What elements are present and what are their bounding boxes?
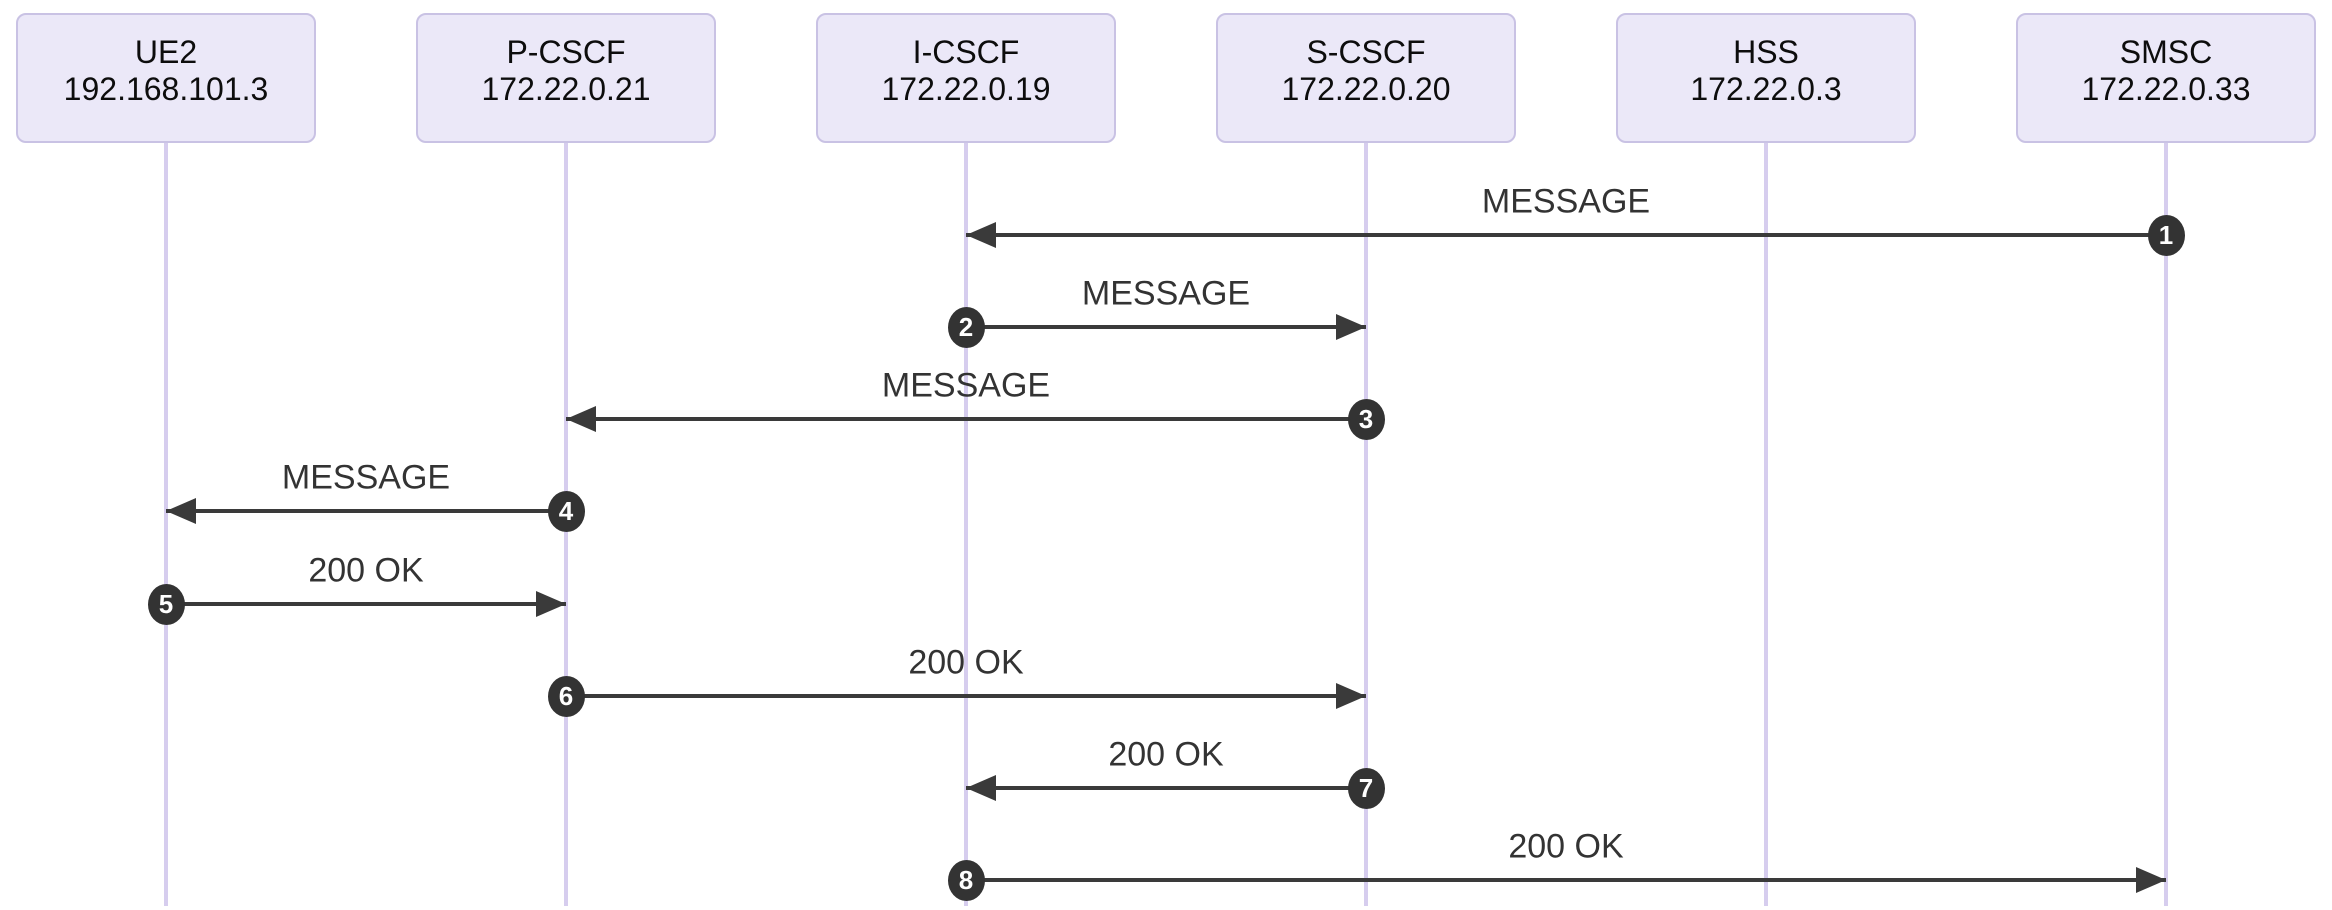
message-number-badge: 8 xyxy=(947,859,985,901)
message-number-badge: 2 xyxy=(947,306,985,348)
message-number-badge: 1 xyxy=(2147,214,2185,256)
lifeline-hss xyxy=(1764,139,1768,906)
arrowhead-icon xyxy=(966,775,996,801)
message-line xyxy=(566,694,1366,698)
arrowhead-icon xyxy=(1336,314,1366,340)
arrowhead-icon xyxy=(536,591,566,617)
actor-ip: 192.168.101.3 xyxy=(63,71,269,107)
message-label: MESSAGE xyxy=(1481,182,1651,221)
actor-name: SMSC xyxy=(2119,34,2213,70)
message-line xyxy=(966,233,2166,237)
message-label: 200 OK xyxy=(908,643,1024,682)
actor-name: P-CSCF xyxy=(506,34,626,70)
arrowhead-icon xyxy=(966,222,996,248)
lifeline-i-cscf xyxy=(964,139,968,906)
message-line xyxy=(966,786,1366,790)
actor-ip: 172.22.0.33 xyxy=(2081,71,2251,107)
message-label: 200 OK xyxy=(308,551,424,590)
actor-ip: 172.22.0.20 xyxy=(1281,71,1451,107)
actor-name: UE2 xyxy=(134,34,198,70)
message-line xyxy=(166,509,566,513)
actor-ip: 172.22.0.3 xyxy=(1690,71,1842,107)
message-number-badge: 3 xyxy=(1347,398,1385,440)
arrowhead-icon xyxy=(1336,683,1366,709)
actor-ip: 172.22.0.19 xyxy=(881,71,1051,107)
message-label: MESSAGE xyxy=(281,458,451,497)
message-label: 200 OK xyxy=(1108,735,1224,774)
message-line xyxy=(966,878,2166,882)
arrowhead-icon xyxy=(566,406,596,432)
message-label: MESSAGE xyxy=(1081,274,1251,313)
lifeline-s-cscf xyxy=(1364,139,1368,906)
message-number-badge: 6 xyxy=(547,675,585,717)
actor-name: I-CSCF xyxy=(912,34,1020,70)
actor-name: HSS xyxy=(1733,34,1799,70)
message-line xyxy=(166,602,566,606)
lifeline-smsc xyxy=(2164,139,2168,906)
actor-ip: 172.22.0.21 xyxy=(481,71,651,107)
message-label: 200 OK xyxy=(1508,827,1624,866)
arrowhead-icon xyxy=(166,498,196,524)
message-number-badge: 7 xyxy=(1347,767,1385,809)
message-number-badge: 4 xyxy=(547,490,585,532)
message-line xyxy=(966,325,1366,329)
arrowhead-icon xyxy=(2136,867,2166,893)
message-number-badge: 5 xyxy=(147,583,185,625)
message-label: MESSAGE xyxy=(881,366,1051,405)
actor-name: S-CSCF xyxy=(1306,34,1426,70)
message-line xyxy=(566,417,1366,421)
